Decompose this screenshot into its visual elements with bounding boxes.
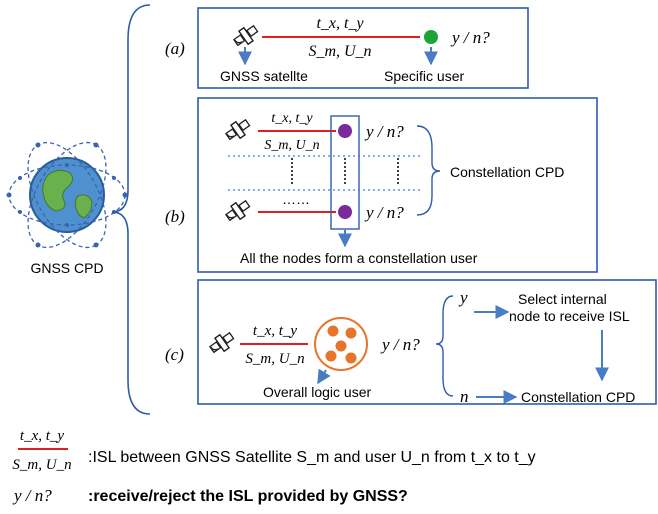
legend-query: y / n? [12, 486, 52, 505]
logic-user-label: Overall logic user [263, 384, 371, 400]
user-node [338, 205, 352, 219]
query-label: y / n? [364, 122, 404, 141]
satellite-label: GNSS satellte [220, 68, 308, 84]
legend-frac-bottom: S_m, U_n [12, 457, 71, 473]
select-node-line2: node to receive ISL [509, 308, 630, 324]
branch-n-label: n [460, 387, 469, 406]
satellite-icon [225, 200, 251, 222]
legend-frac-top: t_x, t_y [20, 428, 64, 444]
satellite-icon [225, 119, 251, 141]
link-node-label: S_m, U_n [264, 138, 319, 153]
query-label: y / n? [380, 335, 420, 354]
panel-a-tag: (a) [165, 39, 185, 58]
constellation-cpd-label: Constellation CPD [450, 164, 564, 180]
constellation-user-label: All the nodes form a constellation user [240, 250, 478, 266]
link-node-label: S_m, U_n [245, 351, 304, 367]
link-time-label: t_x, t_y [316, 15, 364, 32]
legend-isl-text: :ISL between GNSS Satellite S_m and user… [88, 449, 536, 466]
gnss-cpd-label: GNSS CPD [30, 260, 103, 276]
specific-user-node [424, 30, 438, 44]
specific-user-label: Specific user [384, 68, 464, 84]
panel-a [197, 7, 529, 89]
ellipsis-dots: …… [282, 191, 310, 207]
legend-query-text: :receive/reject the ISL provided by GNSS… [88, 488, 408, 505]
query-label: y / n? [450, 28, 490, 47]
logic-user-node [314, 317, 368, 371]
user-node [338, 124, 352, 138]
arrow [317, 368, 331, 385]
constellation-cpd-result: Constellation CPD [521, 389, 635, 405]
panel-c-tag: (c) [165, 345, 184, 364]
link-time-label: t_x, t_y [271, 111, 313, 126]
constellation-brace [416, 125, 441, 216]
constellation-user-box [330, 115, 360, 230]
select-node-line1: Select internal [518, 291, 607, 307]
query-label: y / n? [364, 203, 404, 222]
branch-brace [435, 295, 454, 397]
gnss-cpd-icon [6, 141, 128, 249]
panel-b-tag: (b) [165, 207, 185, 226]
main-bracket [111, 4, 151, 415]
panel-b [197, 97, 598, 273]
panel-c [197, 279, 657, 405]
satellite-icon [209, 332, 235, 354]
link-node-label: S_m, U_n [308, 43, 371, 60]
branch-y-label: y [458, 288, 468, 307]
satellite-icon [233, 25, 259, 47]
link-time-label: t_x, t_y [253, 323, 297, 339]
